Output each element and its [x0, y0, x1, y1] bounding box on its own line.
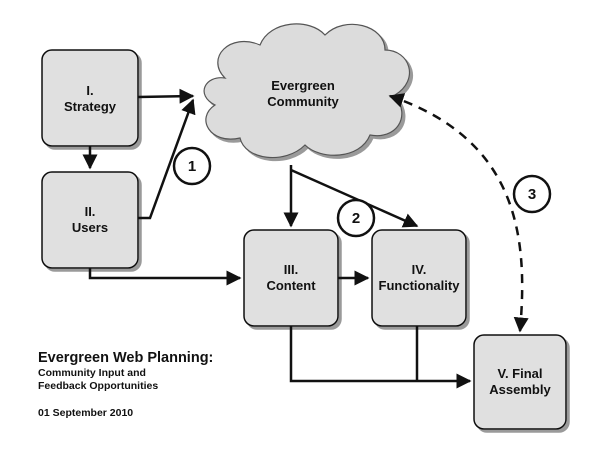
final-assembly-box: [473, 334, 567, 430]
strategy-label: Strategy: [64, 99, 117, 114]
content-num: III.: [284, 262, 298, 277]
callout-2: 2: [336, 198, 376, 238]
arrow-users-community: [138, 98, 196, 220]
arrow-users-content: [88, 268, 242, 286]
strategy-num: I.: [86, 83, 93, 98]
caption-line2: Feedback Opportunities: [38, 380, 159, 392]
callout-1-label: 1: [188, 158, 196, 175]
arrow-feedback-dashed: [388, 93, 529, 333]
community-line2: Community: [267, 94, 339, 109]
final-num: V. Final: [497, 366, 542, 381]
callout-2-label: 2: [352, 210, 360, 227]
users-label: Users: [72, 220, 108, 235]
arrow-content-final: [289, 326, 472, 389]
caption-title: Evergreen Web Planning:: [38, 350, 214, 366]
callout-1: 1: [172, 146, 212, 186]
strategy-box: [41, 49, 139, 147]
functionality-label: Functionality: [379, 278, 461, 293]
callout-3-label: 3: [528, 186, 536, 203]
content-label: Content: [266, 278, 316, 293]
functionality-num: IV.: [412, 262, 427, 277]
diagram-caption: Evergreen Web Planning: Community Input …: [38, 350, 213, 420]
caption-date: 01 September 2010: [38, 407, 134, 419]
users-num: II.: [85, 204, 96, 219]
callout-3: 3: [512, 174, 552, 214]
arrow-strategy-community: [137, 88, 195, 104]
final-label: Assembly: [489, 382, 551, 397]
caption-line1: Community Input and: [38, 367, 146, 379]
community-line1: Evergreen: [271, 78, 335, 93]
